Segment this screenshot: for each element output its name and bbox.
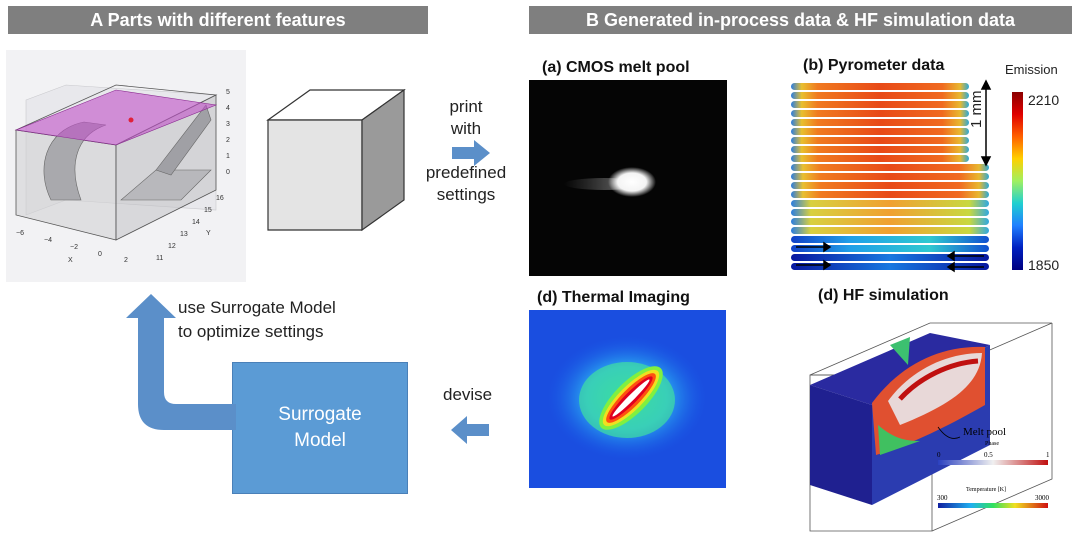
y-axis-label: Y (206, 230, 211, 237)
panel-c-title: (d) Thermal Imaging (537, 289, 690, 306)
temp-tick: 300 (937, 494, 948, 502)
print-settings-label: print with predefined settings (420, 96, 512, 206)
print-line: settings (436, 185, 496, 204)
cube-front-face (267, 119, 363, 231)
devise-label: devise (443, 385, 493, 404)
x-axis: −6 −4 −2 0 2 X (16, 230, 128, 264)
melt-pool-spot (608, 167, 656, 197)
panel-a-title: (a) CMOS melt pool (542, 59, 690, 76)
scale-bar-label: 1 mm (968, 90, 985, 129)
z-tick: 2 (226, 137, 230, 144)
colorbar-min: 1850 (1028, 257, 1060, 273)
print-arrow (452, 140, 490, 166)
y-axis: 11 12 13 14 15 16 Y (156, 195, 224, 262)
marker-point (128, 117, 134, 123)
optimize-arrow (126, 294, 236, 430)
thermal-hotspot (599, 366, 663, 430)
slice-plane (14, 89, 218, 146)
z-tick: 3 (226, 121, 230, 128)
x-axis-label: X (68, 257, 73, 264)
panel-d-title: (d) HF simulation (818, 287, 949, 304)
y-tick: 13 (180, 231, 188, 238)
part-3d-plot: 5 4 3 2 1 0 −6 −4 −2 0 2 X 11 12 13 14 1… (6, 50, 246, 282)
colorbar-max: 2210 (1028, 92, 1060, 108)
phase-tick: 1 (1046, 451, 1050, 459)
x-tick: 2 (124, 257, 128, 264)
z-tick: 4 (226, 105, 230, 112)
print-line: print (449, 97, 483, 116)
section-b-banner: B Generated in-process data & HF simulat… (529, 6, 1072, 34)
phase-tick: 0.5 (984, 451, 993, 459)
emission-colorbar (1012, 92, 1023, 270)
thermal-image (529, 310, 726, 488)
print-line: with (450, 119, 482, 138)
section-a-banner: A Parts with different features (8, 6, 428, 34)
cmos-image (529, 80, 727, 276)
section-a-title: A Parts with different features (90, 9, 346, 30)
temp-tick: 3000 (1035, 494, 1050, 502)
optimize-label-line2: to optimize settings (178, 322, 324, 341)
temperature-colorbar (938, 503, 1048, 508)
optimize-label: use Surrogate Model to optimize settings (178, 296, 336, 344)
x-tick: −4 (44, 237, 52, 244)
phase-bar-label: Phase (985, 441, 999, 447)
y-tick: 12 (168, 243, 176, 250)
z-tick: 5 (226, 89, 230, 96)
print-line: predefined (425, 163, 507, 182)
y-tick: 14 (192, 219, 200, 226)
z-axis: 5 4 3 2 1 0 (226, 89, 230, 176)
colorbar-title: Emission (1005, 62, 1058, 77)
scan-direction-arrows (796, 241, 984, 273)
z-tick: 1 (226, 153, 230, 160)
temp-bar-label: Temperature [K] (966, 487, 1006, 493)
surrogate-model-box: Surrogate Model (232, 362, 408, 494)
x-tick: −6 (16, 230, 24, 237)
hf-simulation: Melt pool Phase 0 0.5 1 Temperature [K] … (809, 322, 1053, 532)
scan-tracks (791, 83, 989, 270)
y-tick: 15 (204, 207, 212, 214)
y-tick: 16 (216, 195, 224, 202)
panel-b-title: (b) Pyrometer data (803, 57, 945, 74)
z-tick: 0 (226, 169, 230, 176)
cube-part (266, 88, 406, 232)
surrogate-label-line1: Surrogate (278, 404, 362, 425)
phase-tick: 0 (937, 451, 941, 459)
section-b-title: B Generated in-process data & HF simulat… (585, 9, 1016, 30)
y-tick: 11 (156, 255, 163, 262)
optimize-label-line1: use Surrogate Model (178, 298, 336, 317)
scale-bar (980, 79, 992, 167)
surrogate-label-line2: Model (294, 430, 346, 451)
x-tick: 0 (98, 251, 102, 258)
devise-arrow (451, 416, 489, 444)
pyrometer-map (791, 79, 992, 273)
phase-colorbar (938, 460, 1048, 465)
x-tick: −2 (70, 244, 78, 251)
cube-side-face (361, 88, 405, 232)
melt-pool-label: Melt pool (963, 426, 1006, 438)
